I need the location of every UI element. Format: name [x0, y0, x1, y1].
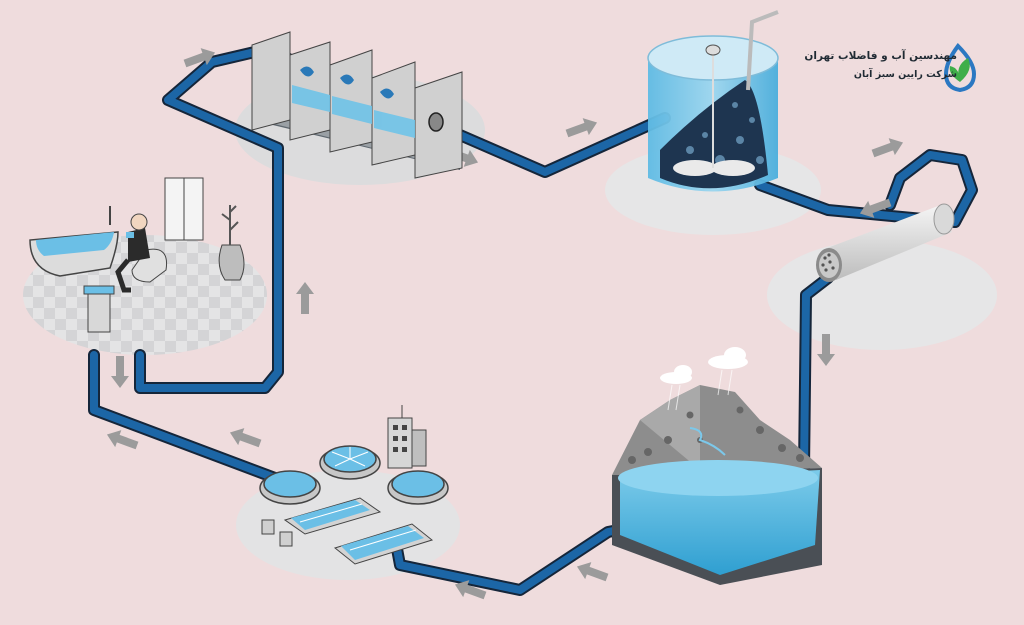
storage-tank-icon	[647, 10, 779, 192]
brand-name-line2: شرکت رایین سبز آبان	[853, 69, 957, 80]
flow-arrow-icon	[454, 580, 487, 600]
flow-arrow-icon	[859, 198, 892, 218]
brand-header: مهندسین آب و فاضلاب تهران شرکت رایین سبز…	[804, 42, 1015, 97]
toilet-user-icon	[115, 213, 168, 293]
sedimentation-tanks-icon	[251, 31, 463, 179]
logo-drop-leaf-icon	[943, 42, 977, 93]
flow-arrow-icon	[106, 430, 139, 450]
flow-arrow-icon	[576, 562, 609, 582]
flow-arrow-icon	[817, 334, 835, 366]
mountain-lake-icon	[612, 347, 822, 585]
flow-arrow-icon	[871, 138, 904, 158]
flow-arrow-icon	[296, 282, 314, 314]
flow-arrow-icon	[111, 356, 129, 388]
flow-arrow-icon	[229, 428, 262, 448]
flow-arrow-icon	[565, 118, 598, 138]
bathroom-icon	[29, 177, 245, 333]
treatment-plant-icon	[259, 405, 449, 565]
flow-arrow-icon	[183, 48, 216, 68]
brand-name-line1: مهندسین آب و فاضلاب تهران	[804, 50, 957, 62]
filter-pipe-icon	[816, 203, 955, 282]
